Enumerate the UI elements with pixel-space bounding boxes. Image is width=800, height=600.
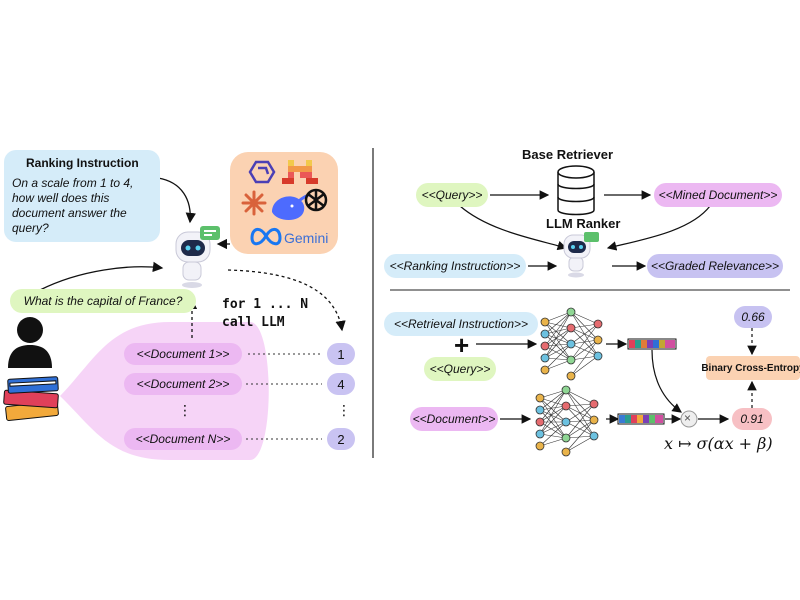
document-1-pill: <<Document 1>> [124, 343, 242, 365]
product-operator-circle [680, 410, 698, 428]
retrieval-instruction-pill: <<Retrieval Instruction>> [384, 312, 538, 336]
rb-query-pill: <<Query>> [424, 357, 496, 381]
ranking-instruction-title: Ranking Instruction [26, 156, 139, 170]
person-icon [8, 317, 52, 368]
query-embedding-bar [627, 338, 677, 350]
graded-relevance-pill: <<Graded Relevance>> [647, 254, 783, 278]
mistral-icon [282, 160, 318, 184]
document-n-score: 2 [327, 428, 355, 450]
document-2-pill: <<Document 2>> [124, 373, 242, 395]
document-n-pill: <<Document N>> [124, 428, 242, 450]
document-2-score: 4 [327, 373, 355, 395]
llm-ranker-label: LLM Ranker [546, 216, 621, 231]
base-retriever-label: Base Retriever [522, 147, 614, 162]
gemini-label: Gemini [284, 230, 329, 246]
sigmoid-formula: x ↦ σ(αx + β) [664, 434, 773, 453]
rt-ranking-instruction-pill: <<Ranking Instruction>> [384, 254, 526, 278]
loss-label: Binary Cross-Entropy [701, 356, 800, 380]
loop-text-line1: for 1 ... N [222, 297, 309, 312]
openai-icon [304, 188, 328, 212]
query-to-robot-arrow [39, 261, 164, 291]
claude-icon [241, 190, 267, 216]
rt-query-pill: <<Query>> [416, 183, 488, 207]
target-score-pill: 0.66 [734, 306, 772, 328]
scores-ellipsis: ⋮ [337, 402, 351, 418]
robot-icon-left [175, 226, 220, 288]
mined-document-pill: <<Mined Document>> [654, 183, 782, 207]
loop-arrow [227, 269, 346, 332]
database-icon [557, 165, 595, 216]
encoder-nodes-top [540, 307, 603, 381]
robot-icon-right [563, 232, 599, 278]
product-operator: × [684, 411, 692, 425]
encoder-network-icon-bottom [539, 389, 595, 453]
query-pill: What is the capital of France? [10, 289, 196, 313]
books-icon [3, 376, 59, 421]
documents-ellipsis: ⋮ [178, 402, 192, 418]
plus-sign: + [454, 330, 470, 360]
encoder-network-icon-top [544, 311, 599, 377]
ranking-instruction-card [4, 150, 160, 242]
ranking-instruction-text: On a scale from 1 to 4, how well does th… [12, 176, 134, 235]
mined-to-ranker-arrow [606, 205, 711, 251]
instruction-to-robot-arrow [157, 177, 196, 224]
document-embedding-bar [617, 413, 665, 425]
meta-icon [250, 228, 282, 246]
query-embedding-to-product-arrow [651, 349, 682, 413]
rb-document-pill: <<Document>> [410, 407, 498, 431]
encoder-nodes-bottom [535, 385, 599, 457]
query-to-ranker-arrow [459, 205, 568, 251]
predicted-score-pill: 0.91 [732, 408, 772, 430]
qwen-icon [248, 160, 276, 184]
document-1-score: 1 [327, 343, 355, 365]
loop-text-line2: call LLM [222, 315, 285, 330]
